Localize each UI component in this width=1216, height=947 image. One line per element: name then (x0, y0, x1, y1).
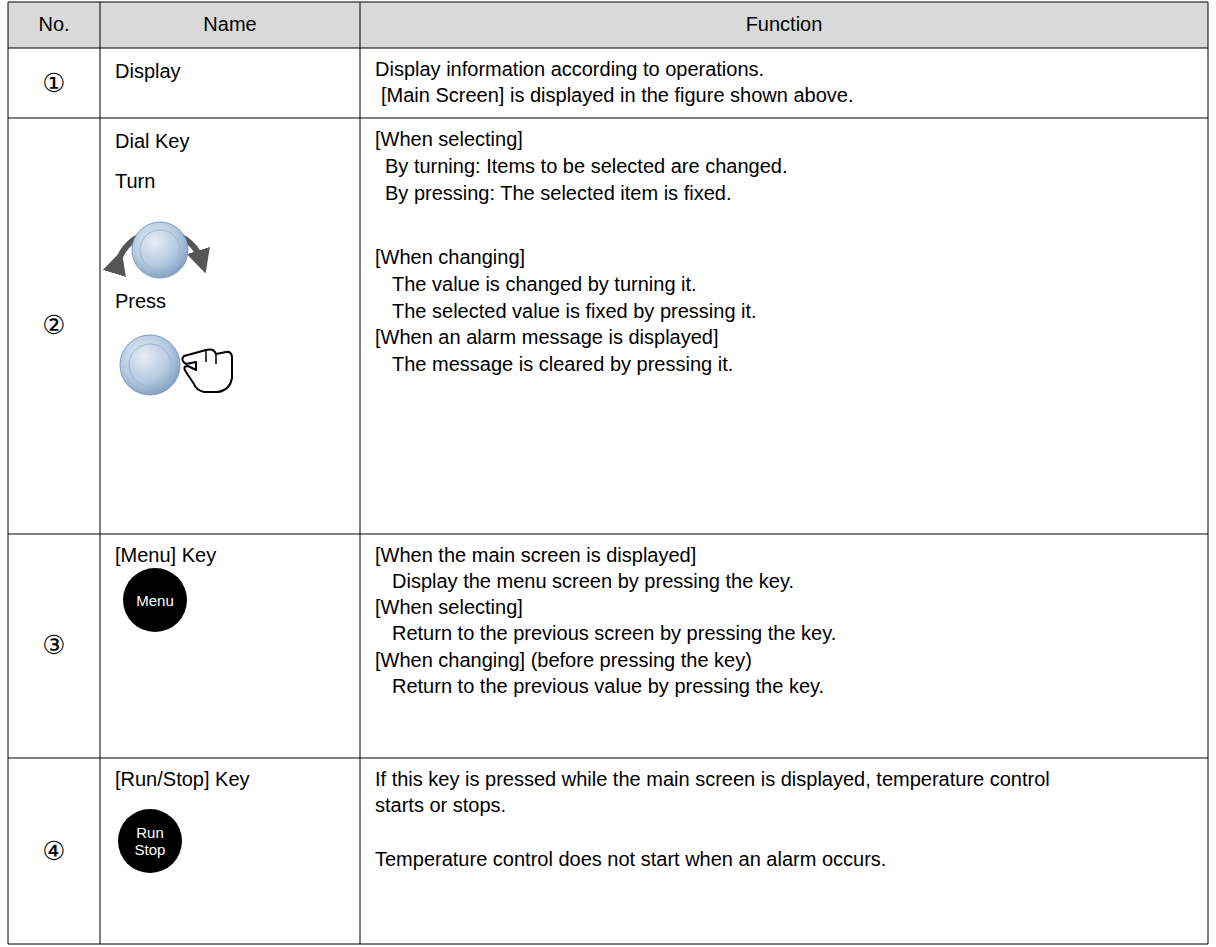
table-cell: [Run/Stop] Key (115, 766, 355, 792)
callout-number: ③ (8, 630, 100, 660)
table-cell: The selected value is fixed by pressing … (392, 298, 1202, 324)
table-cell: Name (100, 11, 360, 37)
table-cell: Press (115, 288, 355, 314)
table-cell: Turn (115, 168, 355, 194)
table-cell: [When selecting] (375, 594, 1195, 620)
table-cell: Dial Key (115, 128, 355, 154)
grid-lines (8, 2, 1208, 944)
table-cell: The value is changed by turning it. (392, 271, 1202, 297)
table-cell: [When selecting] (375, 126, 1195, 152)
callout-number: ② (8, 310, 100, 340)
table-cell: Display (115, 58, 355, 84)
table-cell: Display the menu screen by pressing the … (392, 568, 1202, 594)
key-label: Menu (131, 592, 179, 609)
key-label: Run Stop (130, 824, 170, 858)
callout-number: ① (8, 68, 100, 98)
table-cell: Return to the previous value by pressing… (392, 673, 1202, 699)
dial-turn-icon (118, 222, 202, 278)
table-cell: If this key is pressed while the main sc… (375, 766, 1075, 818)
header-fill (8, 2, 1208, 48)
table-cell: [When an alarm message is displayed] (375, 324, 1195, 350)
table-cell: [Menu] Key (115, 542, 355, 568)
table-cell: Return to the previous screen by pressin… (392, 620, 1202, 646)
key-button: Menu (123, 568, 187, 632)
table-cell: Display information according to operati… (375, 56, 1195, 82)
table-cell: Temperature control does not start when … (375, 846, 1195, 872)
table-cell: By pressing: The selected item is fixed. (385, 180, 1205, 206)
table-cell: [When the main screen is displayed] (375, 542, 1195, 568)
dial-press-icon (120, 335, 232, 395)
key-button: Run Stop (118, 809, 182, 873)
table-cell: No. (8, 11, 100, 37)
table-cell: [When changing] (before pressing the key… (375, 647, 1195, 673)
table-cell: The message is cleared by pressing it. (392, 351, 1202, 377)
table-cell: [When changing] (375, 244, 1195, 270)
table-cell: [Main Screen] is displayed in the figure… (381, 82, 1201, 108)
table-cell: By turning: Items to be selected are cha… (385, 153, 1205, 179)
callout-number: ④ (8, 836, 100, 866)
table-cell: Function (360, 11, 1208, 37)
